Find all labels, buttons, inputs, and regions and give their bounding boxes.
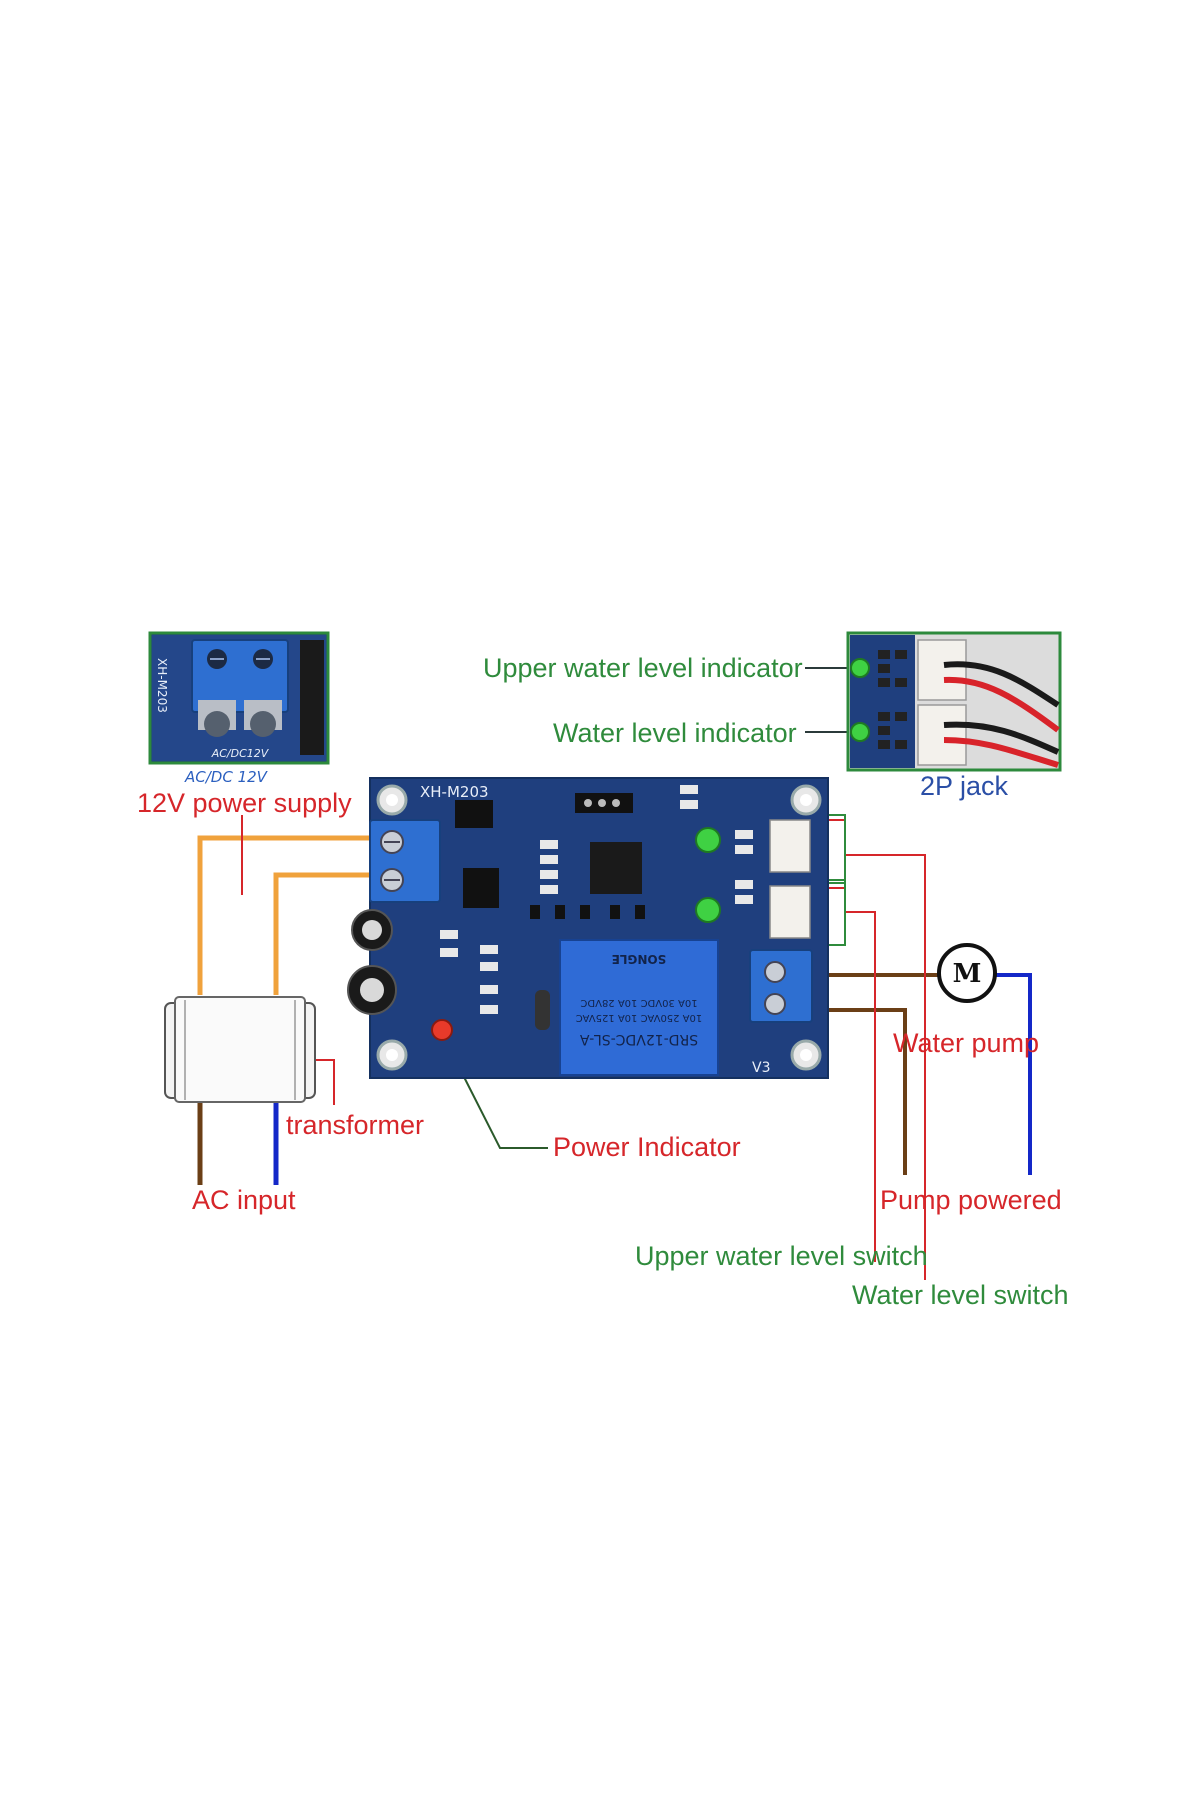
level-indicator-label: Water level indicator — [553, 718, 797, 748]
motor-label: M — [953, 959, 982, 989]
pump-powered-label: Pump powered — [880, 1185, 1062, 1215]
orange-wire-outer — [197, 835, 378, 995]
pump-label: Water pump — [893, 1028, 1040, 1058]
inset-jack-photo — [846, 631, 1062, 772]
pump-blue-wire — [995, 973, 1032, 1175]
pcb-board: XH-M203 V3 — [347, 777, 829, 1079]
board-version-text: V3 — [752, 1060, 770, 1076]
inset-acdc-label: AC/DC12V — [211, 747, 270, 760]
relay-rating-text-1: 10A 250VAC 10A 125VAC — [576, 1012, 703, 1023]
relay-model-text: SRD-12VDC-SL-A — [579, 1031, 698, 1047]
transformer-label: transformer — [286, 1110, 425, 1140]
board-model-text: XH-M203 — [420, 783, 489, 801]
ac-input-label: AC input — [192, 1185, 296, 1215]
level-switch-label: Water level switch — [852, 1280, 1069, 1310]
power-indicator-label: Power Indicator — [553, 1132, 741, 1162]
relay-rating-text-2: 10A 30VDC 10A 28VDC — [580, 997, 697, 1008]
orange-power-wires — [197, 835, 378, 995]
motor: M — [937, 943, 997, 1003]
pump-brown-wire-bottom — [812, 1008, 907, 1175]
acdc-label: AC/DC 12V — [185, 768, 267, 786]
relay-brand-text: SONGLE — [612, 952, 667, 966]
transformer — [164, 996, 316, 1103]
orange-wire-inner — [273, 872, 378, 995]
inset-terminal-photo: XH-M203 AC/DC12V — [148, 631, 330, 765]
jack-label: 2P jack — [920, 771, 1009, 801]
upper-switch-label: Upper water level switch — [635, 1241, 928, 1271]
supply-label: 12V power supply — [137, 788, 352, 818]
upper-indicator-label: Upper water level indicator — [483, 653, 803, 683]
power-indicator-leader — [462, 1074, 548, 1149]
inset-board-model: XH-M203 — [155, 658, 169, 713]
